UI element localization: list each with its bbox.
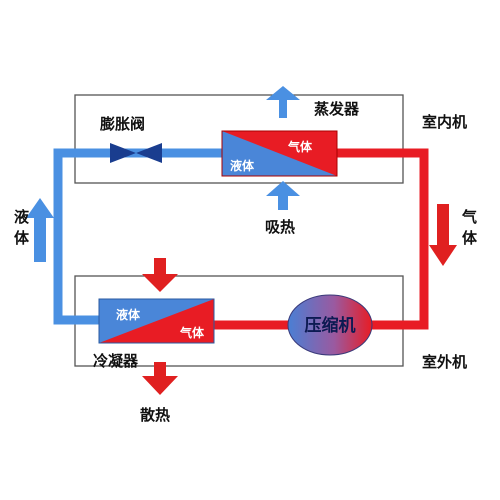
heat-release-label: 散热 bbox=[140, 406, 170, 424]
evaporator-gas-label: 气体 bbox=[287, 139, 313, 154]
compressor-label: 压缩机 bbox=[305, 315, 356, 336]
svg-text:体: 体 bbox=[462, 229, 478, 247]
condenser-liquid-label: 液体 bbox=[116, 307, 141, 322]
liquid-side-label: 液 体 bbox=[14, 208, 30, 247]
expansion-valve-label: 膨胀阀 bbox=[100, 115, 145, 133]
heat-absorb-label: 吸热 bbox=[265, 218, 295, 236]
evaporator-box bbox=[221, 130, 338, 177]
heat-absorb-arrow bbox=[266, 181, 300, 210]
gas-side-label: 气 体 bbox=[461, 208, 478, 247]
indoor-unit-label: 室内机 bbox=[422, 113, 467, 131]
compressor bbox=[287, 294, 373, 356]
condenser-down-arrow bbox=[142, 258, 178, 292]
condenser-gas-label: 气体 bbox=[179, 325, 205, 340]
liquid-pipe bbox=[53, 148, 226, 325]
heat-release-arrow bbox=[142, 362, 178, 395]
svg-text:体: 体 bbox=[14, 229, 30, 247]
condenser-box bbox=[98, 298, 215, 344]
liquid-up-arrow bbox=[26, 198, 54, 262]
evaporator-up-arrow bbox=[266, 86, 300, 118]
expansion-valve bbox=[110, 143, 162, 163]
svg-text:气: 气 bbox=[461, 208, 477, 226]
gas-pipe bbox=[214, 148, 429, 330]
gas-down-arrow bbox=[429, 204, 457, 266]
evaporator-liquid-label: 液体 bbox=[230, 158, 255, 173]
outdoor-unit-label: 室外机 bbox=[422, 353, 467, 371]
svg-text:液: 液 bbox=[14, 208, 30, 226]
evaporator-label: 蒸发器 bbox=[314, 100, 360, 118]
condenser-label: 冷凝器 bbox=[93, 352, 139, 370]
indoor-unit-box bbox=[74, 94, 404, 184]
